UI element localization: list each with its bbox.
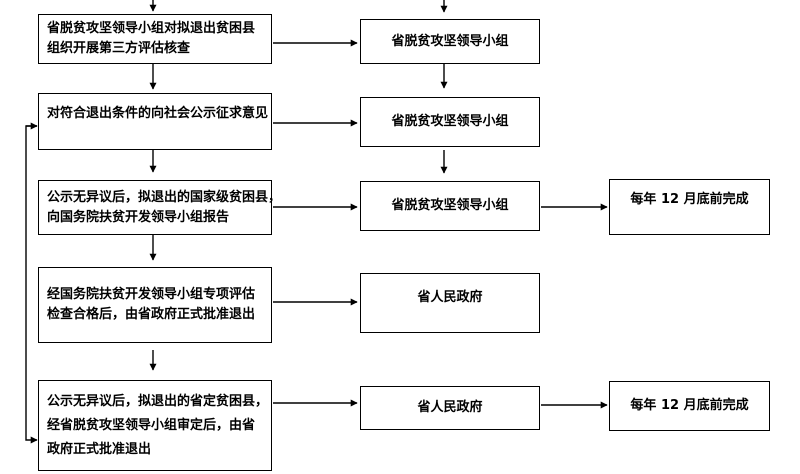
deadline-node-1-label: 每年 12 月底前完成 (630, 192, 749, 207)
deadline-node-2: 每年 12 月底前完成 (609, 381, 770, 431)
middle-node-1-label: 省脱贫攻坚领导小组 (391, 33, 509, 49)
step-4-special-evaluation: 经国务院扶贫开发领导小组专项评估 检查合格后，由省政府正式批准退出 (38, 267, 272, 343)
step-5-provincial-approval: 公示无异议后，拟退出的省定贫困县， 经省脱贫攻坚领导小组审定后，由省 政府正式批… (38, 380, 272, 471)
middle-node-3: 省脱贫攻坚领导小组 (360, 181, 540, 231)
step-4-line-2: 检查合格后，由省政府正式批准退出 (47, 307, 256, 322)
middle-node-1: 省脱贫攻坚领导小组 (360, 19, 540, 64)
step-3-report-national: 公示无异议后，拟退出的国家级贫困县， 向国务院扶贫开发领导小组报告 (38, 180, 282, 235)
middle-node-2: 省脱贫攻坚领导小组 (360, 97, 540, 147)
step-1-third-party-evaluation: 省脱贫攻坚领导小组对拟退出贫困县 组织开展第三方评估核查 (38, 14, 272, 64)
deadline-node-1: 每年 12 月底前完成 (609, 179, 770, 235)
step-2-public-notice: 对符合退出条件的向社会公示征求意见 (38, 93, 272, 150)
step-5-line-2: 经省脱贫攻坚领导小组审定后，由省 (47, 417, 256, 433)
middle-node-5-label: 省人民政府 (417, 400, 483, 415)
step-5-line-3: 政府正式批准退出 (47, 441, 152, 457)
middle-node-4-label: 省人民政府 (417, 290, 483, 305)
step-2-line-1: 对符合退出条件的向社会公示征求意见 (47, 106, 269, 121)
bypass-loop (25, 125, 38, 444)
middle-node-2-label: 省脱贫攻坚领导小组 (391, 114, 509, 129)
middle-node-3-label: 省脱贫攻坚领导小组 (391, 198, 509, 213)
step-1-line-2: 组织开展第三方评估核查 (47, 41, 191, 56)
step-5-line-1: 公示无异议后，拟退出的省定贫困县， (47, 393, 269, 409)
middle-node-5: 省人民政府 (360, 386, 540, 430)
step-3-line-1: 公示无异议后，拟退出的国家级贫困县， (47, 189, 282, 205)
step-3-line-2: 向国务院扶贫开发领导小组报告 (47, 209, 230, 225)
deadline-node-2-label: 每年 12 月底前完成 (630, 398, 749, 413)
step-1-line-1: 省脱贫攻坚领导小组对拟退出贫困县 (47, 21, 256, 36)
middle-node-4: 省人民政府 (360, 273, 540, 333)
step-4-line-1: 经国务院扶贫开发领导小组专项评估 (47, 287, 256, 302)
